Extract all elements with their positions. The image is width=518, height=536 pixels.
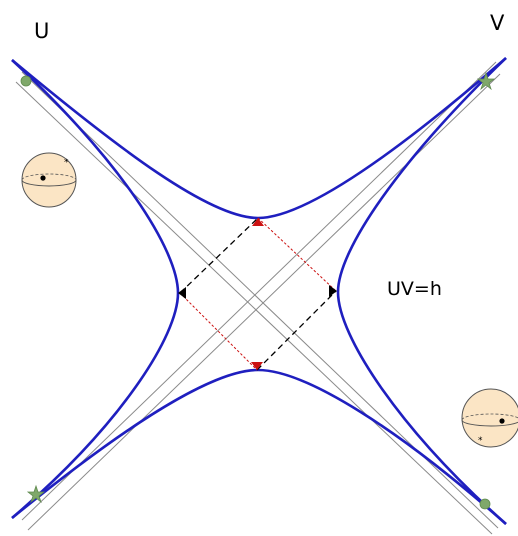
black-signal-upper <box>179 217 259 294</box>
light-cone-line-2a <box>21 61 497 521</box>
black-signals <box>179 217 337 371</box>
black-arrow-left-icon <box>178 287 186 299</box>
svg-text:*: * <box>64 158 69 168</box>
sphere-icon: * <box>461 388 518 448</box>
v-axis-label: V <box>490 11 505 35</box>
light-cone-line-1b <box>15 81 493 535</box>
green-circle-marker-icon <box>20 75 32 87</box>
hyperbola-top <box>11 57 507 220</box>
green-circle-marker-icon <box>479 498 491 510</box>
svg-text:*: * <box>478 436 483 446</box>
red-signals <box>179 217 337 371</box>
green-star-marker-icon <box>26 484 46 504</box>
red-arrow-top-icon <box>252 218 264 226</box>
u-axis-label: U <box>34 19 49 43</box>
hyperbola-right <box>336 57 507 525</box>
hyperbola-bottom <box>11 368 507 525</box>
black-signal-lower <box>256 290 337 371</box>
sphere-icon: * <box>21 152 77 208</box>
green-markers <box>20 71 496 510</box>
black-arrow-right-icon <box>329 285 337 297</box>
red-signal-lower <box>179 292 258 371</box>
green-star-marker-icon <box>476 71 496 91</box>
equation-label: UV=h <box>387 278 442 300</box>
arrowheads <box>178 218 337 370</box>
red-arrow-bottom-icon <box>251 362 263 370</box>
light-cone-line-2b <box>27 73 501 531</box>
